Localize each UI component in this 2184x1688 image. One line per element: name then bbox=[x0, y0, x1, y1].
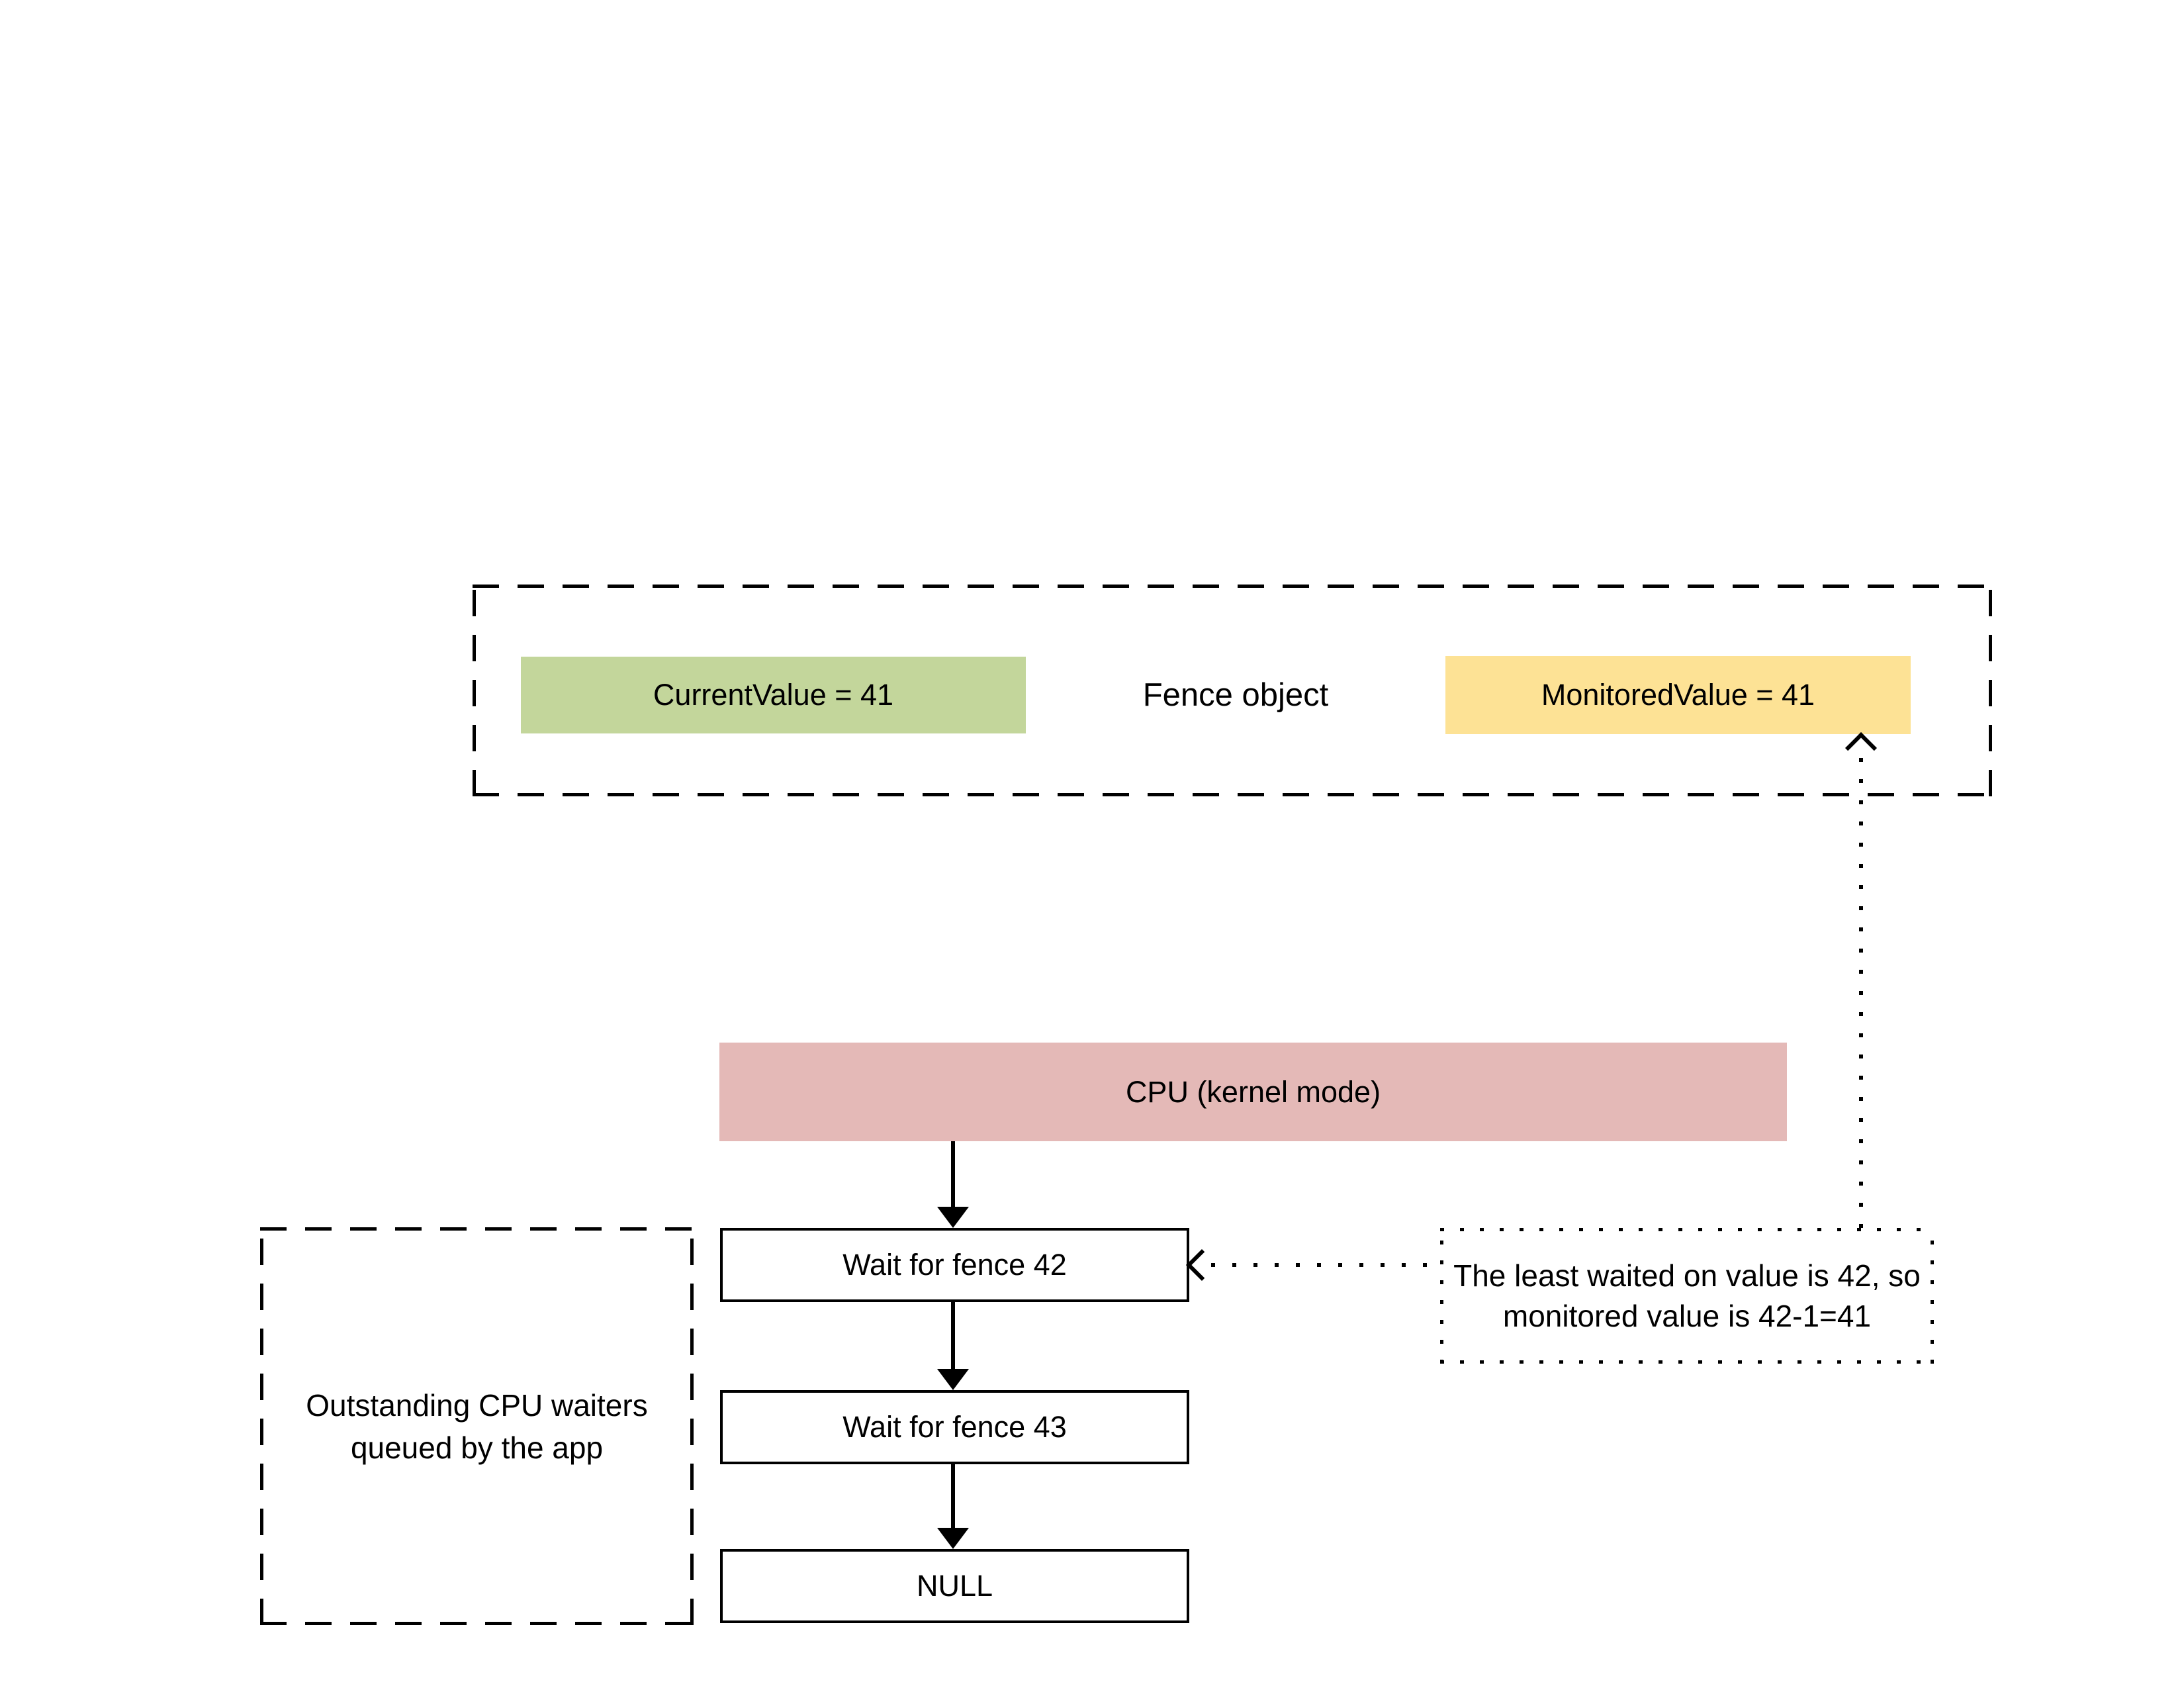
wait-fence-42-label: Wait for fence 42 bbox=[842, 1248, 1067, 1282]
outstanding-waiters-label: Outstanding CPU waiters queued by the ap… bbox=[306, 1387, 648, 1465]
arrow-cpu-to-wait42-line bbox=[951, 1141, 955, 1209]
wait-fence-42-box: Wait for fence 42 bbox=[720, 1228, 1189, 1302]
note-line-1: The least waited on value is 42, so bbox=[1453, 1258, 1921, 1293]
arrow-wait42-to-wait43-line bbox=[951, 1302, 955, 1370]
dotted-arrow-note-to-monitored-line bbox=[1859, 752, 1863, 1228]
cpu-kernel-mode-box: CPU (kernel mode) bbox=[719, 1043, 1787, 1141]
note-box: The least waited on value is 42, so moni… bbox=[1440, 1228, 1934, 1364]
arrow-wait42-to-wait43-head-icon bbox=[937, 1369, 969, 1390]
null-box: NULL bbox=[720, 1549, 1189, 1623]
monitored-value-label: MonitoredValue = 41 bbox=[1541, 678, 1815, 712]
cpu-kernel-mode-label: CPU (kernel mode) bbox=[1125, 1074, 1381, 1109]
dotted-arrow-note-to-wait42-line bbox=[1211, 1263, 1440, 1267]
current-value-box: CurrentValue = 41 bbox=[521, 657, 1026, 733]
wait-fence-43-label: Wait for fence 43 bbox=[842, 1410, 1067, 1444]
fence-object-title: Fence object bbox=[1026, 657, 1445, 733]
note-text: The least waited on value is 42, so moni… bbox=[1453, 1256, 1921, 1336]
note-line-2: monitored value is 42-1=41 bbox=[1502, 1298, 1872, 1333]
current-value-label: CurrentValue = 41 bbox=[653, 678, 894, 712]
arrow-wait43-to-null-line bbox=[951, 1464, 955, 1529]
wait-fence-43-box: Wait for fence 43 bbox=[720, 1390, 1189, 1464]
arrow-cpu-to-wait42-head-icon bbox=[937, 1207, 969, 1228]
dotted-arrow-left-head-icon bbox=[1185, 1248, 1218, 1282]
monitored-value-box: MonitoredValue = 41 bbox=[1445, 656, 1911, 734]
null-label: NULL bbox=[916, 1569, 993, 1603]
fence-object-title-text: Fence object bbox=[1142, 677, 1329, 713]
outstanding-waiters-panel: Outstanding CPU waiters queued by the ap… bbox=[260, 1227, 694, 1625]
arrow-wait43-to-null-head-icon bbox=[937, 1528, 969, 1549]
